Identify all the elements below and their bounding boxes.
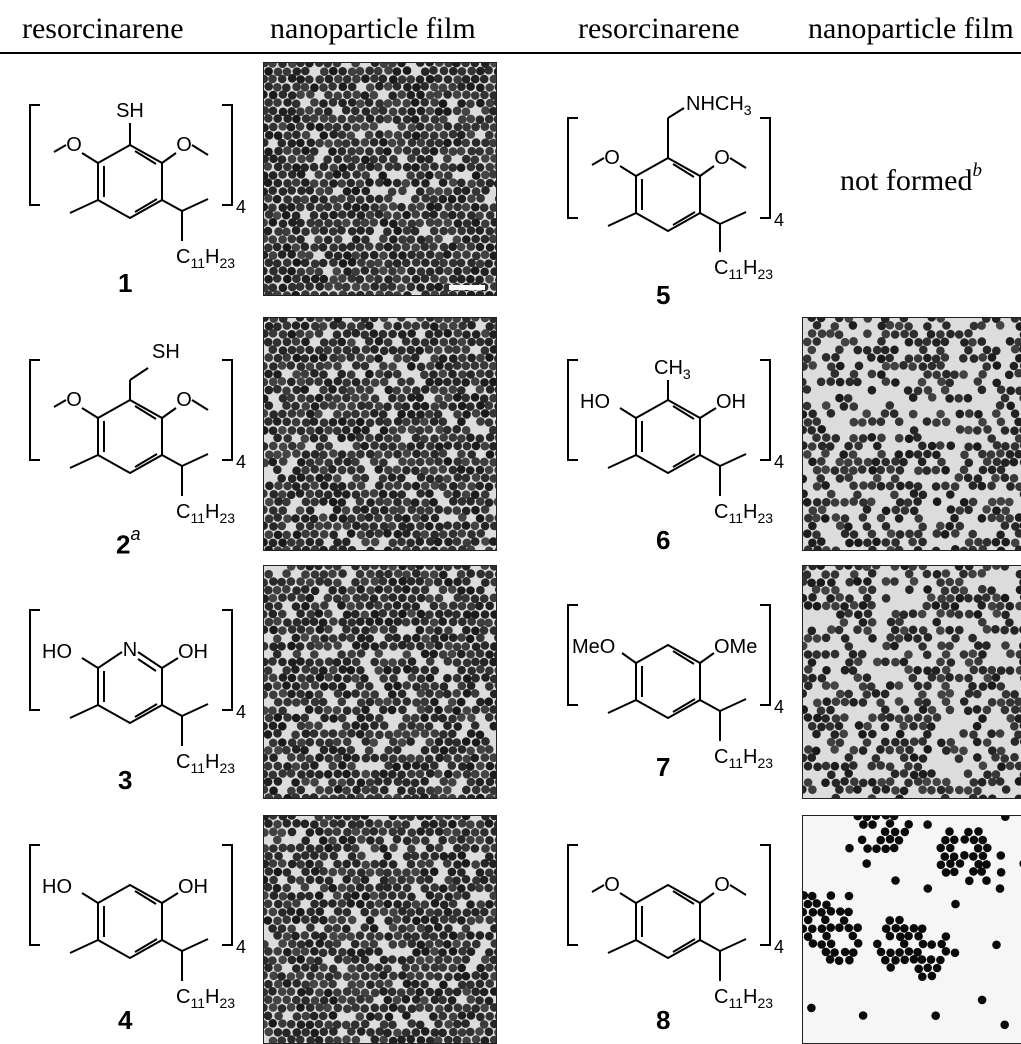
compound-number-6: 6: [656, 525, 670, 556]
compound-number-3: 3: [118, 765, 132, 796]
group-left-7: MeO: [572, 636, 615, 658]
compound-number-5: 5: [656, 280, 670, 311]
group-top-2: SH: [152, 341, 180, 363]
compound-number-8: 8: [656, 1005, 670, 1036]
group-left-4: HO: [42, 876, 72, 898]
film-image-4: [263, 815, 497, 1044]
compound-number-2: 2a: [116, 528, 140, 561]
film-image-1: [263, 62, 497, 296]
structure-2: SH O O 4 C11H23: [0, 340, 260, 535]
compound-number-1: 1: [118, 268, 132, 299]
structure-5: NHCH3 O O 4 C11H23: [538, 88, 798, 283]
chain-7: C11H23: [714, 746, 773, 771]
group-left-8: O: [604, 874, 620, 896]
header-resorcinarene-right: resorcinarene: [578, 12, 740, 46]
repeat-1: 4: [236, 197, 246, 217]
repeat-4: 4: [236, 937, 246, 957]
structure-6: CH3 HO OH 4 C11H23: [538, 340, 798, 535]
group-right-1: O: [176, 134, 192, 156]
header-film-right: nanoparticle film: [808, 12, 1014, 46]
repeat-2: 4: [236, 452, 246, 472]
compound-number-4: 4: [118, 1005, 132, 1036]
footnote-b: b: [972, 160, 982, 181]
structure-7: MeO OMe 4 C11H23: [538, 585, 798, 780]
structure-4: HO OH 4 C11H23: [0, 825, 260, 1020]
chain-8: C11H23: [714, 986, 773, 1011]
group-left-3: HO: [42, 641, 72, 663]
repeat-3: 4: [236, 702, 246, 722]
chain-4: C11H23: [176, 986, 235, 1011]
group-left-5: O: [604, 147, 620, 169]
group-right-8: O: [714, 874, 730, 896]
group-right-6: OH: [716, 391, 746, 413]
not-formed-text: not formedb: [840, 163, 982, 198]
footnote-a: a: [130, 524, 140, 544]
group-top-6: CH3: [654, 357, 691, 382]
film-image-7: [802, 565, 1021, 799]
structure-3: N HO OH 4 C11H23: [0, 590, 260, 785]
header-rule: [0, 52, 1021, 54]
chain-5: C11H23: [714, 257, 773, 282]
compound-number-7: 7: [656, 752, 670, 783]
repeat-8: 4: [774, 937, 784, 957]
group-right-4: OH: [178, 876, 208, 898]
repeat-7: 4: [774, 697, 784, 717]
group-left-1: O: [66, 134, 82, 156]
group-top-5: NHCH3: [686, 93, 752, 118]
group-right-3: OH: [178, 641, 208, 663]
chain-1: C11H23: [176, 246, 235, 271]
film-image-8: [802, 815, 1021, 1044]
group-top-1: SH: [116, 100, 144, 122]
chain-3: C11H23: [176, 751, 235, 776]
group-left-6: HO: [580, 391, 610, 413]
chain-6: C11H23: [714, 501, 773, 526]
structure-8: O O 4 C11H23: [538, 825, 798, 1020]
scale-bar: [449, 285, 485, 290]
header-resorcinarene-left: resorcinarene: [22, 12, 184, 46]
header-film-left: nanoparticle film: [270, 12, 476, 46]
film-image-2: [263, 317, 497, 551]
chain-2: C11H23: [176, 501, 235, 526]
group-right-2: O: [176, 389, 192, 411]
structure-1: SH O O 4 C11H23: [0, 85, 260, 280]
group-right-5: O: [714, 147, 730, 169]
group-left-2: O: [66, 389, 82, 411]
repeat-5: 4: [774, 210, 784, 230]
film-image-3: [263, 565, 497, 799]
repeat-6: 4: [774, 452, 784, 472]
ring-atom-3: N: [123, 639, 137, 661]
group-right-7: OMe: [714, 636, 757, 658]
film-image-6: [802, 317, 1021, 551]
